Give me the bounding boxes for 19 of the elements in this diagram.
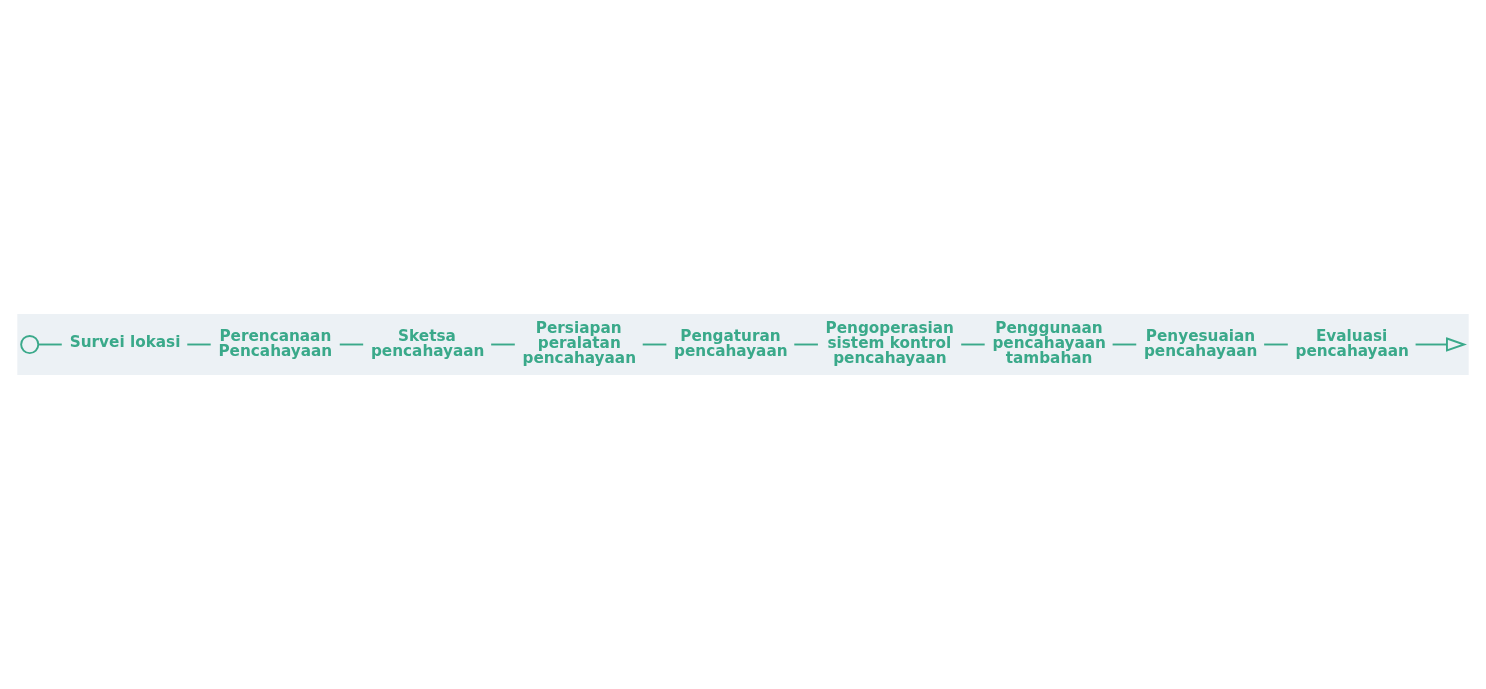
node-text: Penyesuaian pencahayaan — [1143, 326, 1258, 360]
connector — [793, 343, 819, 346]
node-text: Pengaturan pencahayaan — [674, 326, 788, 360]
connector — [490, 343, 516, 346]
node-text: Pengoperasian sistem kontrol pencahayaan — [825, 318, 954, 368]
node-text: Survei lokasi — [69, 333, 181, 352]
connector — [641, 343, 668, 346]
connector — [1263, 343, 1289, 346]
connector — [960, 343, 986, 346]
node-text: Perencanaan Pencahayaan — [218, 326, 333, 360]
node-text: Sketsa pencahayaan — [370, 326, 485, 360]
connector — [1111, 343, 1138, 346]
node-text: Persiapan peralatan pencahayaan — [522, 318, 636, 368]
connector — [37, 343, 63, 346]
connector — [338, 343, 365, 346]
node-text: Evaluasi pencahayaan — [1295, 326, 1409, 360]
connector — [186, 343, 212, 346]
node-circle — [20, 334, 40, 355]
node-text: Penggunaan pencahayaan tambahan — [992, 318, 1106, 368]
